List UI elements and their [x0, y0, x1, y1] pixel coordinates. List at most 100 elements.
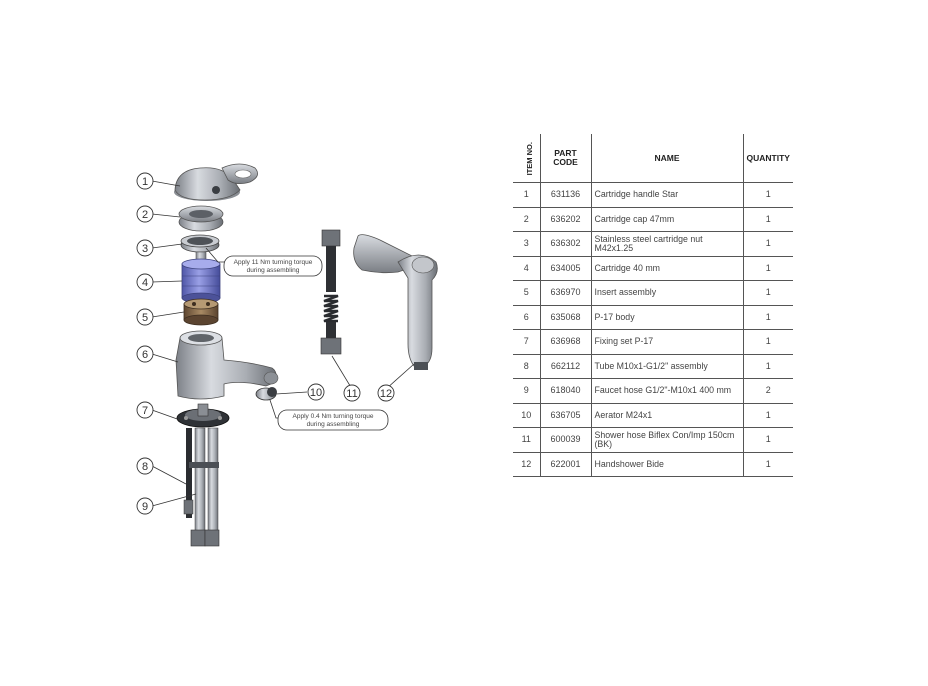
row-part-name: P-17 body	[591, 304, 744, 330]
row-part-name: Aerator M24x1	[591, 402, 744, 428]
row-part-name: Insert assembly	[591, 280, 744, 305]
part-cartridge-nut	[180, 234, 220, 253]
callout-1: 1	[136, 172, 154, 190]
header-quantity: QUANTITY	[746, 152, 790, 163]
callout-2: 2	[136, 205, 154, 223]
row-part-code: 618040	[540, 378, 592, 403]
svg-text:9: 9	[142, 501, 148, 513]
torque-note-1: Apply 11 Nm turning torque during assemb…	[223, 255, 323, 277]
row-part-code: 636968	[540, 329, 592, 354]
svg-text:8: 8	[142, 461, 148, 473]
svg-text:Apply 0.4 Nm turning torque: Apply 0.4 Nm turning torque	[293, 413, 374, 420]
torque-note-2: Apply 0.4 Nm turning torque during assem…	[277, 409, 389, 431]
row-part-name: Tube M10x1-G1/2" assembly	[591, 353, 744, 379]
row-part-name: Cartridge cap 47mm	[591, 206, 744, 232]
part-cartridge-cap	[178, 205, 224, 232]
row-quantity: 1	[743, 329, 793, 354]
part-insert	[183, 298, 219, 326]
svg-text:during assembling: during assembling	[307, 421, 360, 428]
row-part-name: Handshower Bide	[591, 451, 744, 477]
callout-8: 8	[136, 457, 154, 475]
row-item-no: 5	[513, 280, 541, 305]
part-shower-hose	[320, 229, 342, 355]
svg-text:7: 7	[142, 405, 148, 417]
row-item-no: 10	[513, 402, 541, 428]
row-item-no: 11	[513, 427, 541, 452]
row-part-code: 600039	[540, 427, 592, 452]
svg-text:10: 10	[310, 387, 322, 399]
row-quantity: 1	[743, 255, 793, 281]
part-cartridge	[181, 251, 221, 304]
callout-9: 9	[136, 497, 154, 515]
row-part-code: 636302	[540, 231, 592, 256]
callout-4: 4	[136, 273, 154, 291]
row-part-name: Faucet hose G1/2"-M10x1 400 mm	[591, 378, 744, 403]
row-part-code: 662112	[540, 353, 592, 379]
callout-12: 12	[377, 384, 395, 402]
row-item-no: 2	[513, 206, 541, 232]
row-quantity: 1	[743, 182, 793, 207]
svg-text:12: 12	[380, 388, 392, 400]
row-part-name: Cartridge handle Star	[591, 182, 744, 207]
row-quantity: 2	[743, 378, 793, 403]
row-part-code: 636202	[540, 206, 592, 232]
row-part-name: Cartridge 40 mm	[591, 255, 744, 281]
callout-5: 5	[136, 308, 154, 326]
part-tube-and-hoses	[183, 427, 220, 547]
callout-10: 10	[307, 383, 325, 401]
row-quantity: 1	[743, 280, 793, 305]
row-quantity: 1	[743, 206, 793, 232]
svg-text:4: 4	[142, 277, 148, 289]
row-item-no: 1	[513, 182, 541, 207]
row-part-name: Stainless steel cartridge nut M42x1.25	[591, 231, 744, 256]
row-part-code: 622001	[540, 451, 592, 477]
row-item-no: 9	[513, 378, 541, 403]
callout-6: 6	[136, 345, 154, 363]
row-part-code: 631136	[540, 182, 592, 207]
part-body	[175, 330, 279, 400]
svg-text:11: 11	[346, 388, 357, 400]
row-quantity: 1	[743, 304, 793, 330]
row-item-no: 8	[513, 353, 541, 379]
part-aerator	[255, 387, 277, 401]
row-item-no: 12	[513, 451, 541, 477]
row-part-name: Shower hose Biflex Con/Imp 150cm (BK)	[591, 427, 744, 452]
row-item-no: 3	[513, 231, 541, 256]
row-quantity: 1	[743, 451, 793, 477]
row-quantity: 1	[743, 402, 793, 428]
row-item-no: 6	[513, 304, 541, 330]
row-item-no: 7	[513, 329, 541, 354]
header-item-no: ITEM NO.	[513, 134, 541, 183]
svg-text:during assembling: during assembling	[247, 267, 300, 274]
callout-11: 11	[343, 384, 361, 402]
row-part-code: 634005	[540, 255, 592, 281]
header-name: NAME	[591, 134, 744, 183]
row-item-no: 4	[513, 255, 541, 281]
row-part-code: 636970	[540, 280, 592, 305]
svg-text:2: 2	[142, 209, 148, 221]
svg-text:6: 6	[142, 349, 148, 361]
leader-lines	[151, 180, 415, 507]
row-part-code: 636705	[540, 402, 592, 428]
callout-7: 7	[136, 401, 154, 419]
callout-3: 3	[136, 239, 154, 257]
row-quantity: 1	[743, 353, 793, 379]
svg-text:1: 1	[142, 176, 148, 188]
row-part-code: 635068	[540, 304, 592, 330]
